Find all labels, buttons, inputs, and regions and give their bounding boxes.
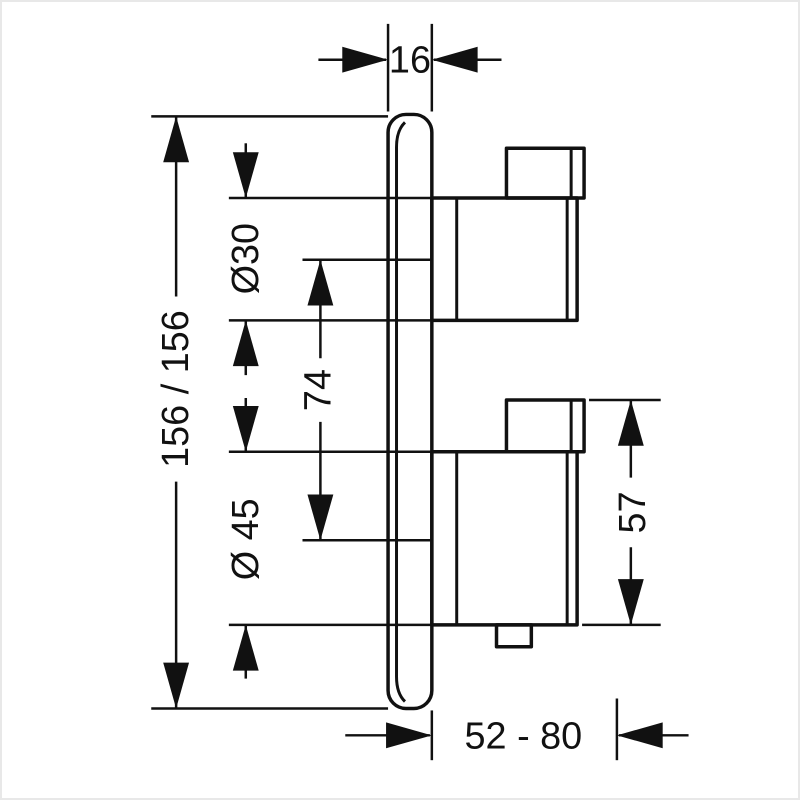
arrowhead-up xyxy=(163,116,190,163)
arrowhead-down xyxy=(163,662,190,709)
arrowhead-down xyxy=(617,579,644,625)
dimension-top-handle-diameter: Ø30 xyxy=(225,143,432,376)
dimension-label-plate-thickness: 16 xyxy=(389,40,431,82)
bottom-handle-nub xyxy=(494,623,534,649)
faceplate-outline xyxy=(386,112,434,711)
bottom-handle-body xyxy=(430,449,579,627)
faceplate-inner-contour xyxy=(395,121,407,703)
dimension-label-bottom-handle-diameter: Ø 45 xyxy=(225,498,267,580)
arrowhead-down xyxy=(307,494,334,541)
dimension-label-plate-height: 156 / 156 xyxy=(155,310,197,468)
dimension-label-bottom-handle-height: 57 xyxy=(612,491,654,533)
dimension-label-handle-spacing: 74 xyxy=(297,369,339,411)
faceplate xyxy=(386,112,434,711)
dimension-plate-thickness: 16 xyxy=(318,23,502,112)
dimension-label-installation-depth: 52 - 80 xyxy=(465,715,583,757)
arrowhead-left xyxy=(431,46,478,73)
arrowhead-left xyxy=(616,722,663,749)
top-handle-body xyxy=(430,196,579,323)
dimension-handle-spacing: 74 xyxy=(297,258,432,542)
arrowhead-up xyxy=(307,259,334,306)
dimension-bottom-handle-height: 57 xyxy=(582,398,661,627)
arrowhead-down xyxy=(232,405,259,452)
arrowhead-down xyxy=(232,152,259,199)
top-handle xyxy=(430,146,586,323)
dimension-label-top-handle-diameter: Ø30 xyxy=(225,223,267,294)
arrowhead-up xyxy=(617,400,644,446)
dimension-plate-height: 156 / 156 xyxy=(151,115,389,710)
arrowhead-right xyxy=(386,722,432,749)
arrowhead-right xyxy=(342,46,389,73)
dimension-bottom-handle-diameter: Ø 45 xyxy=(225,398,432,679)
dimension-installation-depth: 52 - 80 xyxy=(345,698,689,761)
arrowhead-up xyxy=(232,624,259,671)
bottom-handle xyxy=(430,398,586,649)
arrowhead-up xyxy=(232,320,259,367)
